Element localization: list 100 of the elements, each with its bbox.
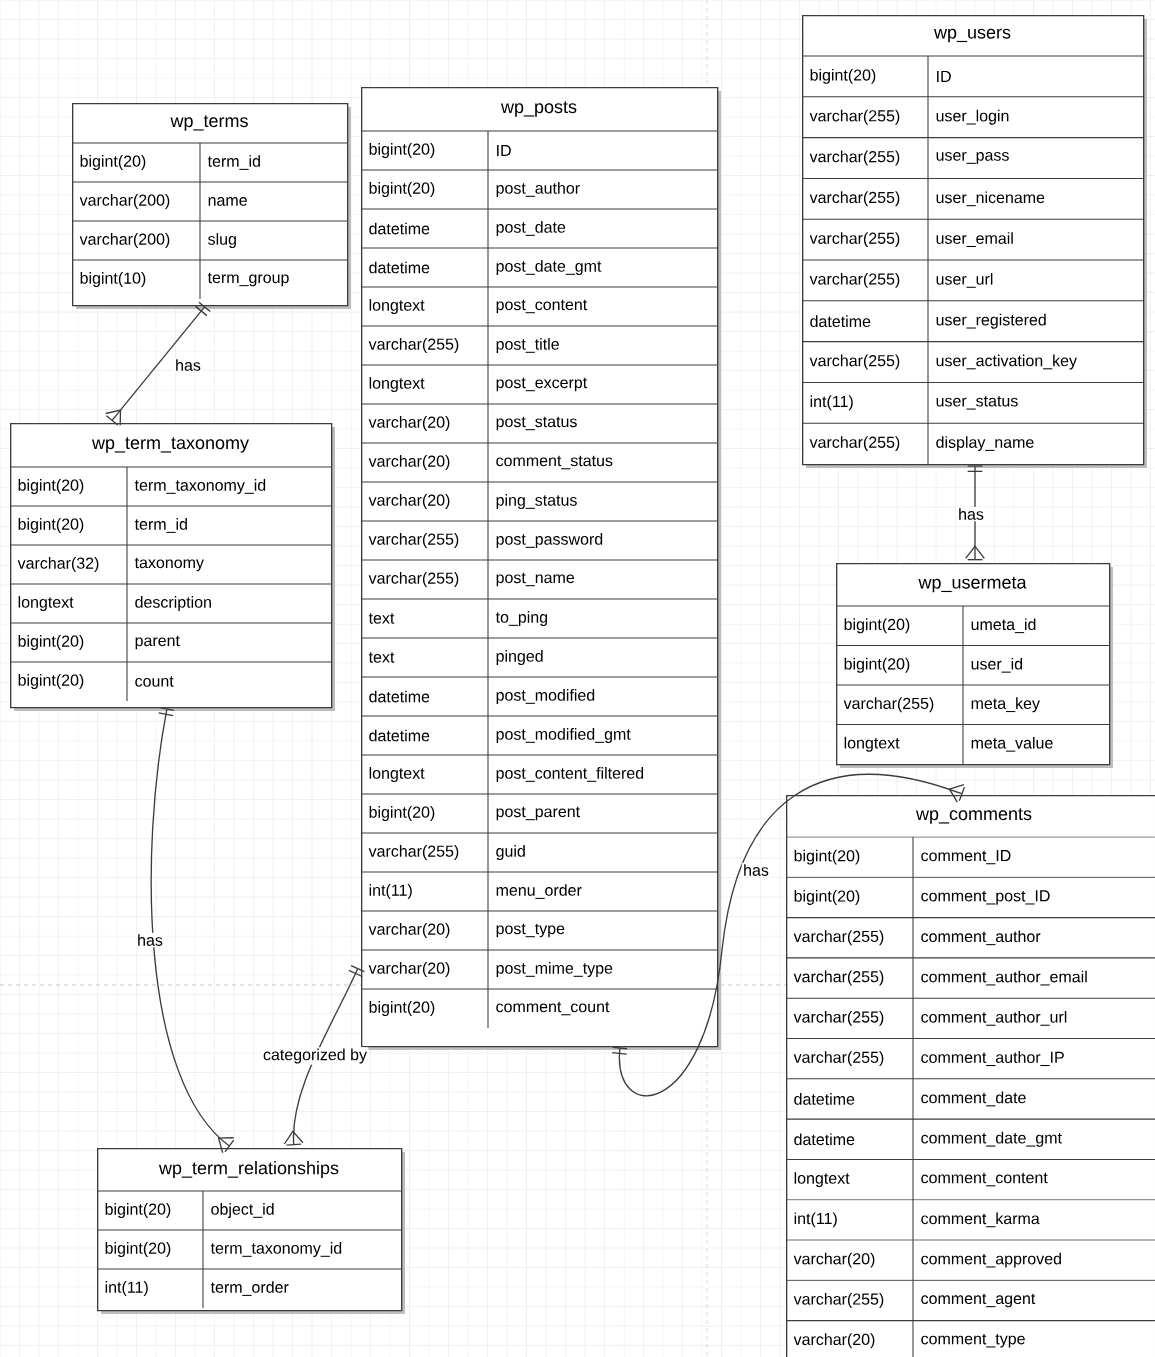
column-name: user_id (971, 657, 1023, 673)
column-name: term_taxonomy_id (210, 1242, 342, 1257)
column-name: user_pass (936, 152, 1009, 164)
column-type: varchar(255) (809, 150, 900, 166)
column-name: post_title (496, 338, 559, 353)
column-type: bigint(20) (810, 68, 876, 84)
column-name: term_group (207, 272, 289, 287)
column-type: varchar(200) (79, 233, 170, 248)
column-type: varchar(20) (368, 962, 450, 977)
column-name: comment_count (496, 1001, 610, 1016)
column-name: guid (496, 845, 525, 860)
column-name: post_date_gmt (496, 260, 602, 275)
column-name: term_id (207, 155, 260, 170)
column-name: ping_status (496, 494, 577, 509)
column-name: post_password (496, 533, 603, 548)
column-name: meta_value (971, 736, 1053, 752)
column-type: varchar(255) (368, 533, 459, 548)
column-type: varchar(255) (793, 930, 884, 946)
column-type: bigint(20) (369, 182, 435, 197)
column-name: user_login (936, 109, 1009, 125)
column-name: user_email (936, 232, 1013, 247)
table-box (360, 87, 721, 1050)
column-name: comment_post_ID (921, 890, 1050, 905)
table-box (71, 103, 351, 309)
column-name: count (135, 676, 174, 687)
column-name: user_activation_key (936, 354, 1077, 370)
column-name: display_name (936, 436, 1034, 452)
column-type: bigint(20) (369, 806, 435, 821)
column-name: meta_key (971, 697, 1040, 713)
table-title: wp_term_taxonomy (91, 437, 249, 453)
column-type: varchar(255) (809, 272, 900, 288)
column-type: datetime (369, 690, 430, 703)
column-type: bigint(20) (18, 518, 84, 533)
column-type: varchar(255) (368, 338, 459, 353)
column-name: post_excerpt (496, 377, 588, 392)
column-type: datetime (794, 1133, 855, 1146)
column-name: user_status (936, 396, 1018, 410)
connector (105, 301, 211, 426)
column-type: bigint(20) (80, 155, 146, 170)
column-type: bigint(20) (105, 1203, 171, 1218)
column-type: longtext (369, 299, 425, 314)
column-type: text (368, 652, 395, 663)
column-name: comment_date (921, 1091, 1026, 1107)
column-type: bigint(10) (80, 272, 146, 287)
column-type: bigint(20) (844, 618, 910, 634)
column-name: post_mime_type (496, 962, 613, 977)
column-name: pinged (496, 650, 543, 665)
column-type: varchar(255) (793, 1051, 884, 1067)
table-box (96, 1148, 405, 1314)
column-type: bigint(20) (794, 849, 860, 865)
column-name: post_modified_gmt (496, 728, 631, 743)
column-name: comment_date_gmt (921, 1131, 1062, 1147)
column-name: user_nicename (936, 191, 1045, 207)
column-name: taxonomy (134, 557, 204, 572)
table-box (785, 795, 1155, 1357)
column-name: post_author (496, 182, 580, 197)
table-box (835, 563, 1113, 768)
column-type: text (368, 613, 395, 624)
column-type: longtext (369, 767, 425, 782)
column-name: term_taxonomy_id (134, 479, 266, 494)
column-name: post_status (496, 416, 577, 431)
connector (283, 964, 366, 1146)
column-name: comment_ID (921, 850, 1011, 865)
column-type: varchar(20) (368, 923, 450, 938)
column-name: post_name (496, 572, 575, 587)
column-type: datetime (369, 261, 430, 274)
column-name: name (208, 197, 247, 206)
column-type: longtext (18, 596, 74, 611)
column-name: post_date (496, 221, 566, 236)
column-name: post_parent (496, 806, 580, 821)
column-type: int(11) (794, 1212, 837, 1228)
connector (965, 465, 985, 561)
column-name: object_id (211, 1203, 274, 1218)
column-name: slug (208, 233, 236, 248)
column-name: comment_author_email (921, 970, 1087, 986)
column-type: bigint(20) (18, 674, 84, 689)
column-type: varchar(255) (368, 572, 459, 587)
column-type: varchar(255) (793, 1010, 884, 1026)
column-name: ID (497, 145, 511, 156)
column-type: varchar(20) (368, 416, 450, 431)
connector (150, 706, 235, 1154)
column-type: datetime (369, 222, 430, 235)
column-type: bigint(20) (105, 1242, 171, 1257)
table-box (9, 423, 335, 711)
column-type: varchar(32) (17, 557, 99, 572)
edge-label: categorized by (261, 1047, 369, 1065)
column-name: comment_type (921, 1333, 1025, 1348)
column-name: user_url (936, 273, 993, 288)
column-name: comment_author_IP (921, 1051, 1064, 1067)
column-name: comment_agent (921, 1293, 1036, 1308)
column-type: longtext (369, 377, 425, 392)
column-type: varchar(255) (809, 436, 900, 452)
column-name: comment_approved (921, 1252, 1061, 1268)
column-type: varchar(255) (793, 970, 884, 986)
column-type: varchar(200) (79, 194, 170, 209)
column-type: int(11) (369, 884, 412, 899)
column-type: datetime (369, 729, 430, 742)
column-type: varchar(255) (809, 191, 900, 207)
table-title: wp_usermeta (918, 576, 1027, 593)
column-name: user_registered (936, 313, 1046, 329)
